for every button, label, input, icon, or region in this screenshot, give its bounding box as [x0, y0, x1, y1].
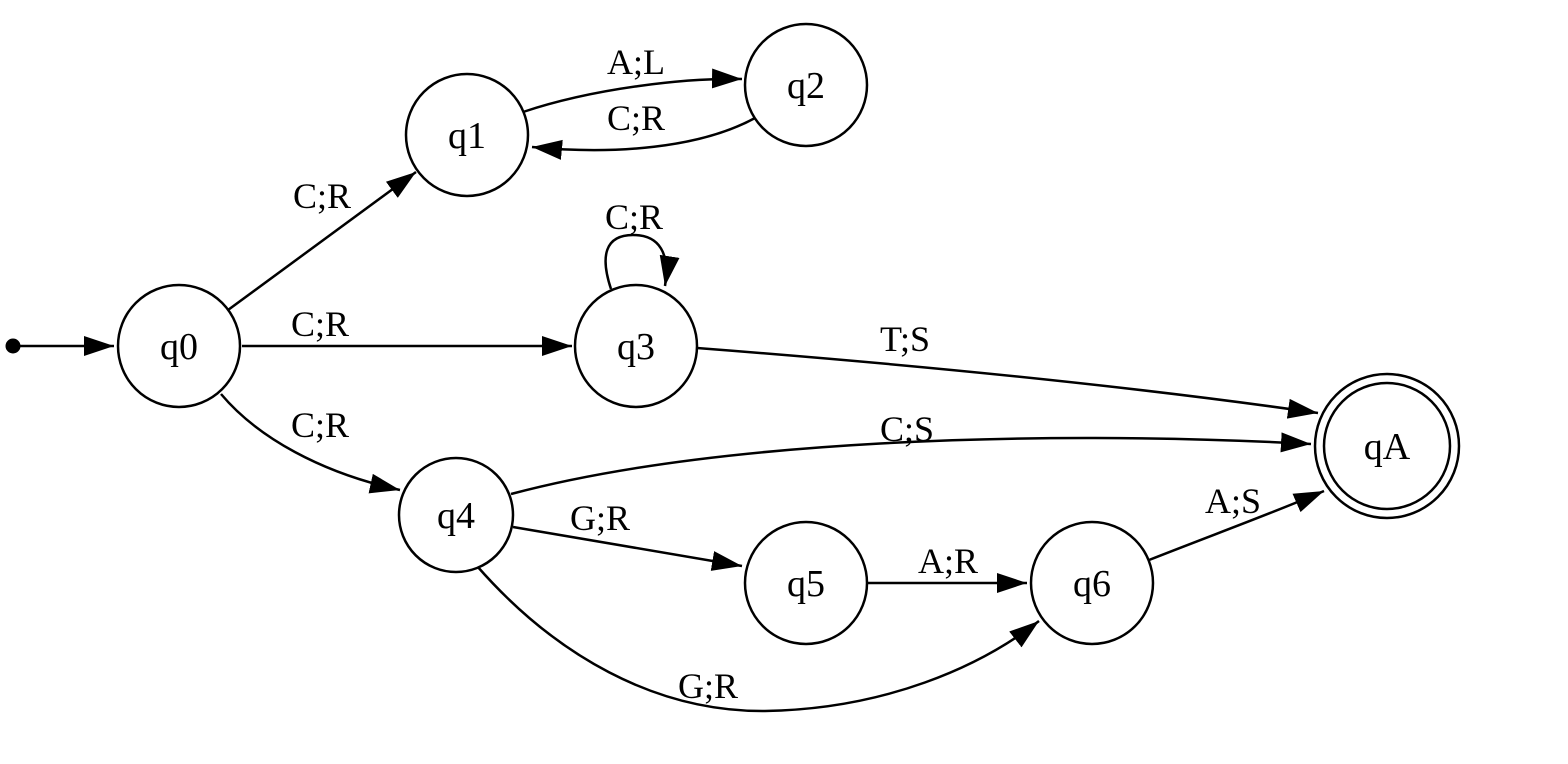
state-q2-label: q2	[787, 65, 825, 107]
transition-q3-q3-arrow	[604, 233, 680, 290]
state-q3-circle	[573, 283, 699, 409]
state-q3-label: q3	[617, 326, 655, 368]
state-q0-circle	[116, 283, 242, 409]
transition-q3-q3-label: C;R	[605, 197, 663, 237]
transition-q4-q5-label: G;R	[570, 498, 630, 538]
transition-q0-q1-label: C;R	[293, 176, 351, 216]
state-q1-circle	[404, 72, 530, 198]
state-q5-label: q5	[787, 563, 825, 605]
transition-q4-q5-arrow	[512, 525, 743, 571]
transition-q0-q4-arrow	[220, 393, 401, 494]
transitions-layer	[5, 68, 1325, 713]
transition-q5-q6-label: A;R	[918, 541, 978, 581]
transition-q1-q2-label: A;L	[607, 42, 665, 82]
state-q6-label: q6	[1073, 563, 1111, 605]
transition-q6-qA-arrow	[1148, 489, 1325, 562]
transition-q3-qA-arrow	[696, 346, 1319, 419]
transition-q3-qA-label: T;S	[880, 319, 930, 359]
transition-q4-qA-label: C;S	[880, 409, 934, 449]
state-qA-label: qA	[1364, 426, 1411, 468]
state-q0-label: q0	[160, 326, 198, 368]
state-q2-circle	[743, 22, 869, 148]
transition-q2-q1-label: C;R	[607, 98, 665, 138]
state-q4-label: q4	[437, 495, 475, 537]
state-qA-inner-circle	[1322, 381, 1452, 511]
state-q5-circle	[743, 520, 869, 646]
transition-q0-q1-arrow	[227, 170, 417, 312]
transition-q0-q3-label: C;R	[291, 304, 349, 344]
transition-q4-qA-arrow	[510, 432, 1312, 496]
labels-layer: C;R C;R C;R A;L C;R C;R T;S C;S G;R A;R G;R A;S q0 q1…	[160, 42, 1411, 706]
transition-q1-q2-arrow	[522, 68, 743, 114]
transition-q6-qA-label: A;S	[1205, 481, 1261, 521]
transition-q2-q1-arrow	[531, 116, 756, 160]
start-dot	[5, 338, 21, 354]
transition-q4-q6-label: G;R	[678, 666, 738, 706]
state-q4-circle	[397, 456, 515, 574]
state-q1-label: q1	[448, 115, 486, 157]
transition-q4-q6-arrow	[476, 565, 1040, 713]
transition-q0-q4-label: C;R	[291, 405, 349, 445]
states-layer	[116, 22, 1461, 646]
state-q6-circle	[1029, 520, 1155, 646]
